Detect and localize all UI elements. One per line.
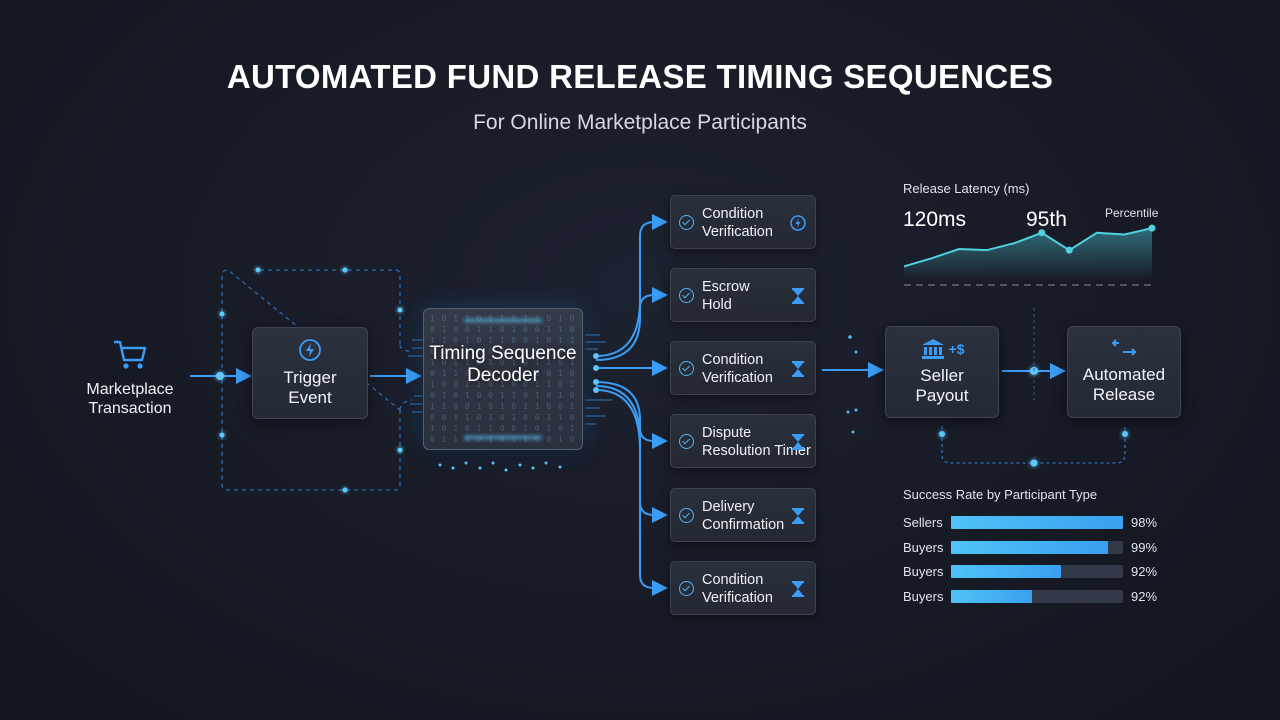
check-circle-icon [679,434,694,449]
participant-label: Sellers [903,515,943,530]
condition-label-line-1: Condition [702,206,764,222]
success-bar-track [951,589,1123,603]
shopping-cart-icon [114,340,147,369]
marketplace-transaction-label: Marketplace Transaction [86,381,174,417]
hourglass-icon [792,361,804,377]
timing-sequence-decoder-node[interactable]: 1 0 1 1 0 0 1 0 1 1 0 1 0 0 1 0 0 1 1 0 … [423,308,583,450]
bank-icon [921,339,944,359]
trigger-event-node[interactable]: Trigger Event [252,327,368,419]
latency-point [1038,229,1046,237]
condition-label-line-2: Verification [702,590,773,606]
hourglass-icon [792,434,804,450]
check-circle-icon [679,508,694,523]
condition-label-line-2: Verification [702,370,773,386]
swap-arrows-icon [1111,339,1137,356]
latency-value: 120ms [903,208,967,231]
page-title: AUTOMATED FUND RELEASE TIMING SEQUENCES [226,58,1054,95]
check-circle-icon [679,361,694,376]
check-circle-icon [679,288,694,303]
condition-label-line-1: Condition [702,572,764,588]
latency-point [1148,224,1156,232]
decoder-label: Timing Sequence Decoder [429,343,577,386]
binary-pattern: 1 0 1 1 0 0 1 0 1 1 0 1 0 0 1 0 0 1 1 0 … [430,314,576,444]
latency-chart-title: Release Latency (ms) [903,181,1030,196]
page-subtitle: For Online Marketplace Participants [473,111,807,134]
success-bar-fill [951,540,1108,554]
marketplace-transaction-node: Marketplace Transaction [70,338,190,418]
success-bar-track [951,540,1123,554]
latency-area-chart [903,224,1156,286]
trigger-event-label: Trigger Event [283,368,337,407]
success-bar-fill [951,516,1123,529]
condition-label-line-2: Verification [702,224,773,240]
decoder-glow-top [464,319,542,322]
check-circle-icon [679,215,694,230]
condition-label-line-1: Escrow [702,279,750,295]
check-circle-icon [679,581,694,596]
success-rate-value: 92% [1131,564,1158,579]
success-rate-value: 98% [1131,515,1158,530]
success-bar-fill [951,589,1032,603]
condition-label-line-1: Dispute [702,425,752,441]
success-bar-track [951,565,1123,578]
success-bar-fill [951,565,1062,578]
latency-area [904,228,1152,278]
automated-release-node[interactable]: Automated Release [1067,326,1181,418]
participant-label: Buyers [903,588,944,604]
hourglass-icon [792,508,804,524]
hourglass-icon [792,288,804,304]
success-bar-track [951,516,1123,529]
condition-label-line-2: Confirmation [702,517,785,533]
bank-money-icons: +$ [920,338,965,360]
success-rate-value: 99% [1131,539,1158,555]
decoder-glow-bottom [464,436,542,439]
plus-dollar-icon: +$ [948,341,965,357]
latency-point [1065,246,1073,254]
seller-payout-node[interactable]: +$ Seller Payout [885,326,999,418]
condition-label-line-2: Hold [702,297,732,313]
success-rate-title: Success Rate by Participant Type [903,487,1098,502]
condition-label-line-1: Condition [702,352,764,368]
latency-line [903,227,1153,268]
lightning-icon [790,215,806,231]
participant-label: Buyers [903,539,944,555]
condition-label-line-2: Resolution Timer [702,443,811,459]
automated-release-label: Automated Release [1082,365,1166,404]
condition-label-line-1: Delivery [702,499,755,515]
hourglass-icon [792,581,804,597]
success-rate-value: 92% [1131,588,1158,604]
seller-payout-label: Seller Payout [915,366,969,405]
latency-percentile-value: 95th [1026,208,1067,231]
participant-label: Buyers [903,564,944,579]
latency-percentile-label: Percentile [1105,206,1159,220]
lightning-circle-icon [299,339,321,361]
